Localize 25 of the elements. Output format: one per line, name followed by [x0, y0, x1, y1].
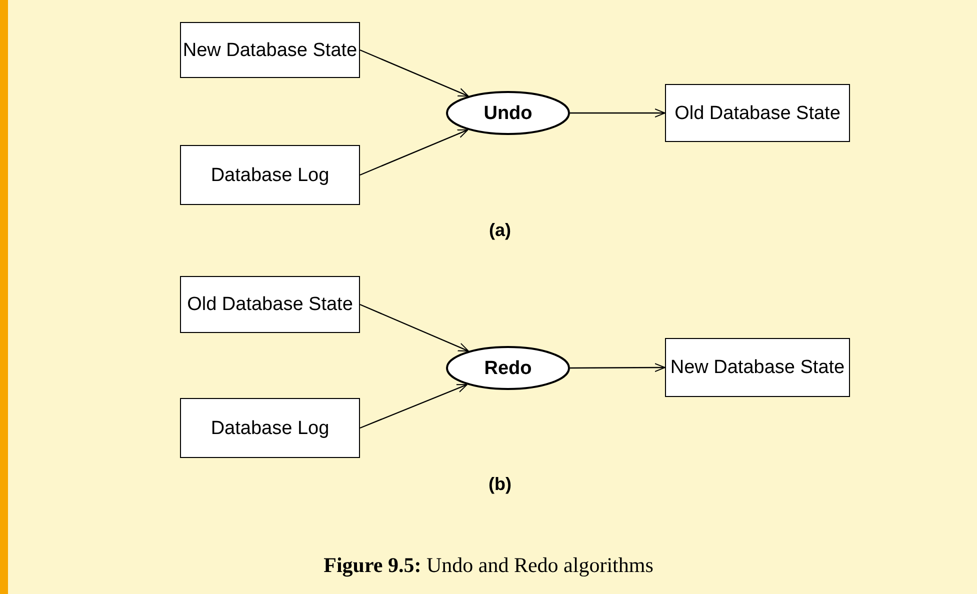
node-text: Old Database State [674, 102, 840, 126]
node-text: Old Database State [187, 293, 353, 317]
process-ellipse [446, 346, 570, 390]
state-box [180, 276, 360, 333]
node-text: Undo [484, 102, 532, 126]
state-box [665, 338, 850, 397]
arrow [570, 108, 666, 118]
state-box [180, 22, 360, 78]
state-box [665, 84, 850, 142]
arrow [360, 129, 468, 176]
process-ellipse [446, 91, 570, 135]
state-box [180, 398, 360, 458]
arrow [570, 363, 666, 372]
arrow [360, 49, 469, 97]
state-box [180, 145, 360, 205]
node-text: Redo [484, 356, 532, 380]
arrow [360, 304, 469, 352]
subfigure-label: (b) [488, 474, 512, 495]
node-text: New Database State [182, 38, 358, 62]
arrow [360, 384, 468, 429]
subfigure-label: (a) [489, 220, 511, 241]
node-text: New Database State [670, 356, 845, 380]
node-text: Database Log [210, 164, 330, 188]
node-text: Database Log [210, 416, 330, 440]
figure-caption: Figure 9.5: Undo and Redo algorithms [324, 553, 654, 577]
